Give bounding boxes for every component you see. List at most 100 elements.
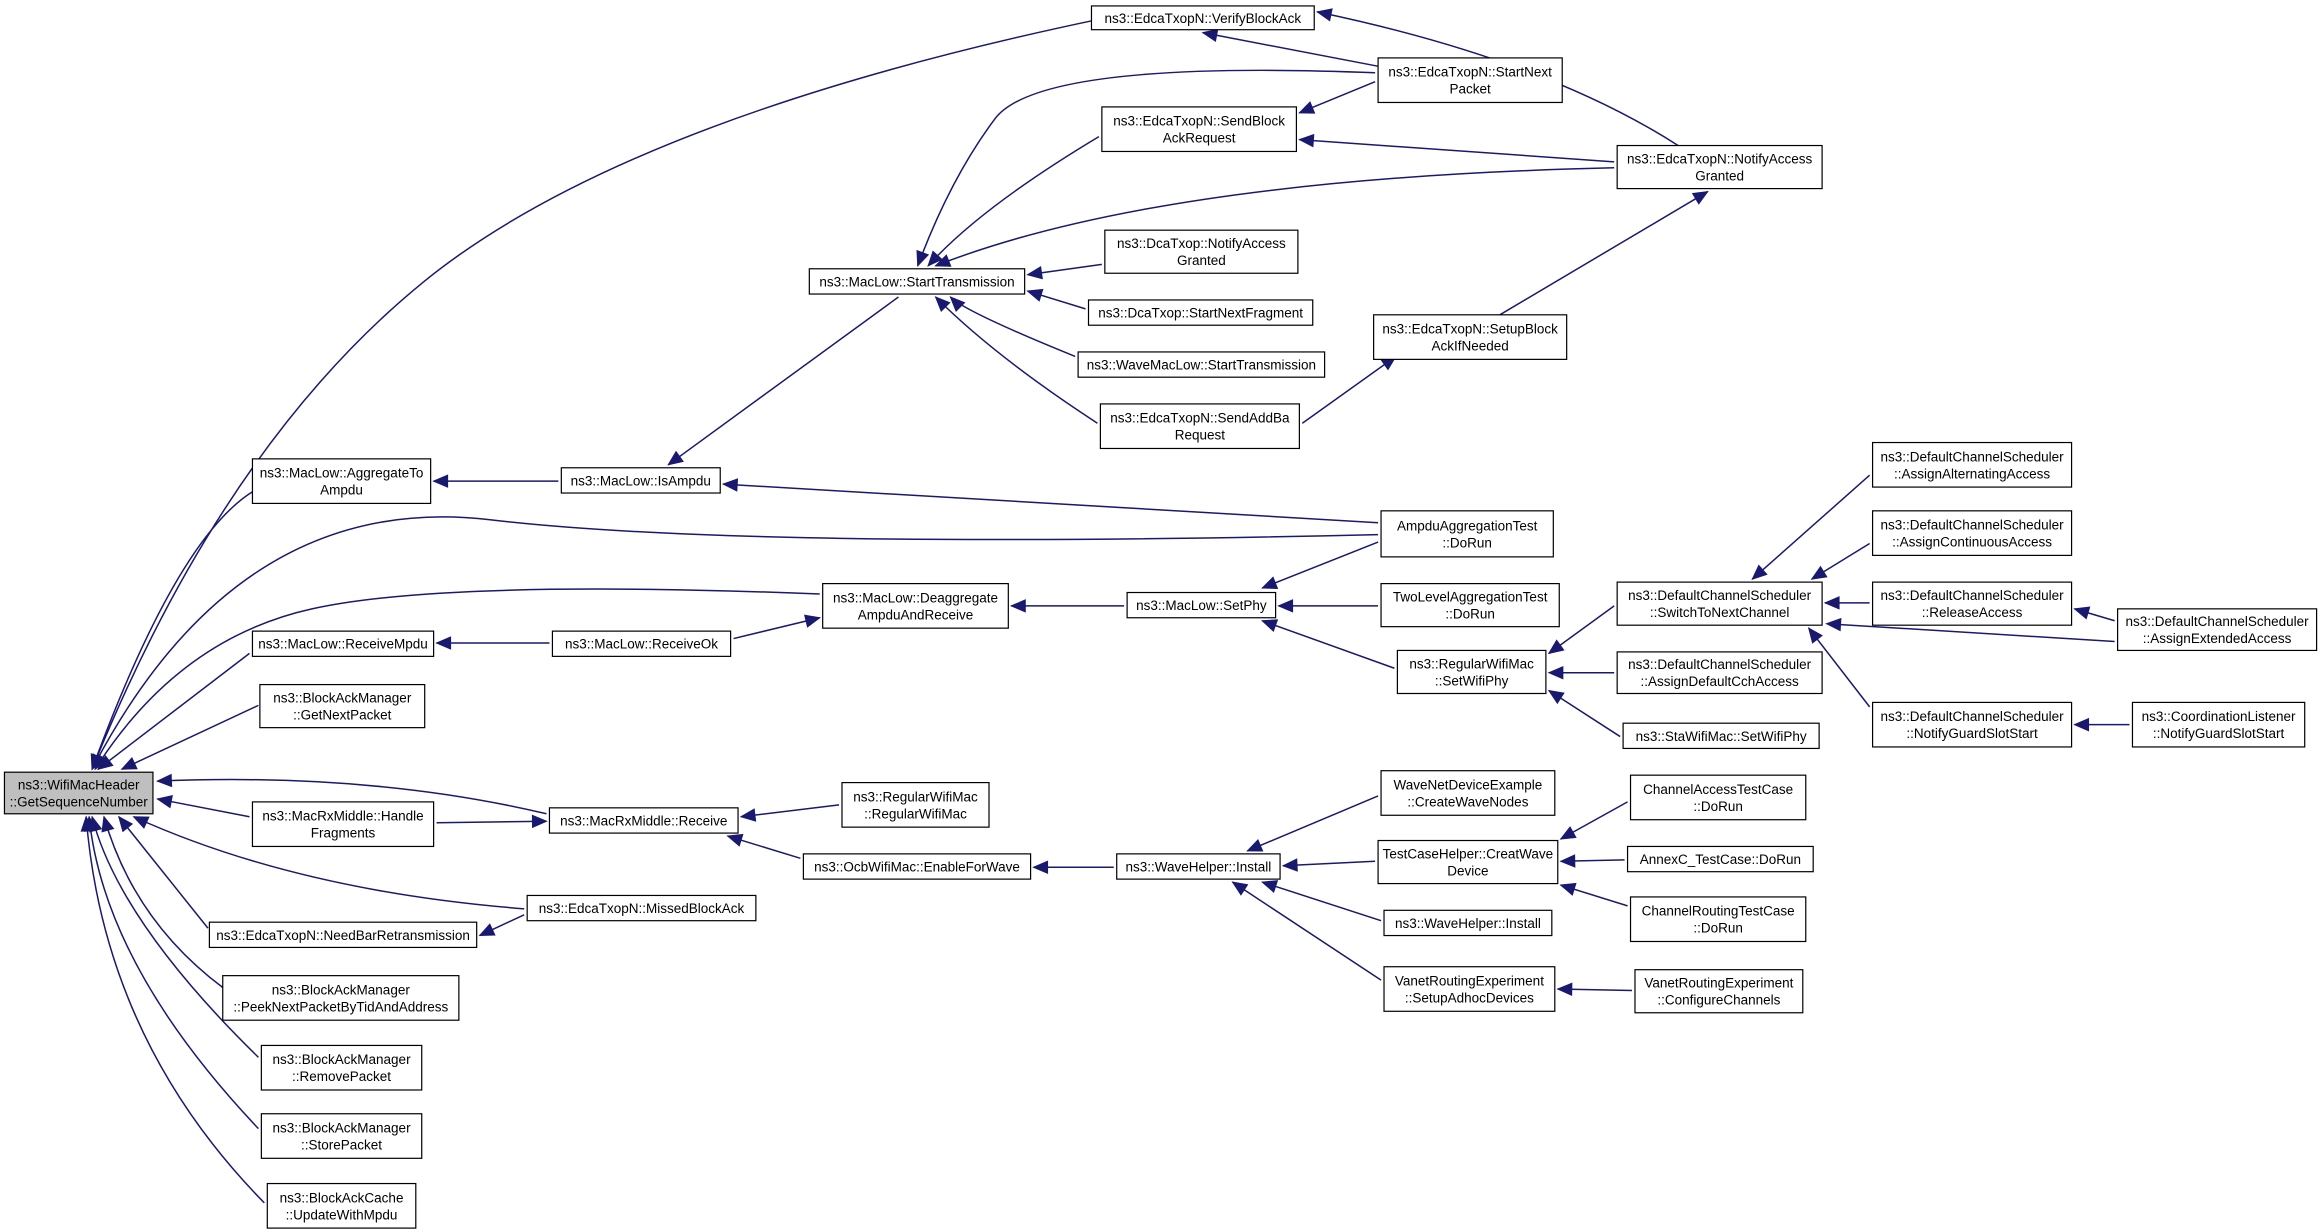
graph-node-regsetphy[interactable]: ns3::RegularWifiMac::SetWifiPhy [1396, 649, 1547, 695]
node-box [1090, 5, 1315, 31]
graph-node-verify[interactable]: ns3::EdcaTxopN::VerifyBlockAck [1090, 5, 1315, 31]
graph-node-twolevel[interactable]: TwoLevelAggregationTest::DoRun [1380, 583, 1560, 628]
graph-node-getnext[interactable]: ns3::BlockAckManager::GetNextPacket [259, 683, 426, 729]
arrowhead-icon [804, 614, 821, 628]
graph-node-annexc[interactable]: AnnexC_TestCase::DoRun [1626, 845, 1814, 873]
node-box [1616, 651, 1823, 695]
node-box [1087, 299, 1314, 326]
edge-ocbenable-to-rxreceive [726, 833, 801, 860]
node-box [808, 268, 1026, 295]
edge-line [133, 816, 525, 910]
graph-node-updmpdu[interactable]: ns3::BlockAckCache::UpdateWithMpdu [266, 1182, 417, 1229]
arrowhead-icon [2073, 717, 2090, 732]
arrowhead-icon [1691, 190, 1709, 205]
edge-storepkt-to-root [83, 815, 259, 1130]
node-label: ns3::OcbWifiMac::EnableForWave [814, 859, 1020, 874]
edge-chrouting-to-tchelper [1559, 882, 1628, 907]
graph-node-assignext[interactable]: ns3::DefaultChannelScheduler::AssignExte… [2117, 608, 2318, 652]
graph-node-switchch[interactable]: ns3::DefaultChannelScheduler::SwitchToNe… [1616, 581, 1823, 626]
node-label: ns3::EdcaTxopN::SetupBlock [1382, 322, 1558, 337]
edge-setupblock-to-notifyedca [1499, 190, 1709, 316]
graph-node-dcafrag[interactable]: ns3::DcaTxop::StartNextFragment [1087, 299, 1314, 326]
node-label: VanetRoutingExperiment [1644, 976, 1793, 991]
node-label: ::NotifyGuardSlotStart [2153, 726, 2285, 741]
edge-notifyguard-to-switchch [1807, 627, 1871, 708]
node-box [1626, 845, 1814, 873]
node-box [266, 1182, 417, 1229]
arrowhead-icon [1559, 826, 1577, 840]
graph-node-storepkt[interactable]: ns3::BlockAckManager::StorePacket [260, 1113, 423, 1159]
node-label: ns3::EdcaTxopN::StartNext [1388, 65, 1552, 80]
node-label: ::DoRun [1445, 607, 1495, 622]
node-box [1871, 701, 2073, 748]
edge-line [1826, 622, 2115, 643]
graph-node-regwifimac[interactable]: ns3::RegularWifiMac::RegularWifiMac [841, 781, 990, 828]
graph-node-assigndef[interactable]: ns3::DefaultChannelScheduler::AssignDefa… [1616, 651, 1823, 695]
node-box [2117, 608, 2318, 652]
graph-node-recvok[interactable]: ns3::MacLow::ReceiveOk [551, 630, 732, 657]
edge-line [91, 516, 1379, 770]
node-label: ns3::EdcaTxopN::MissedBlockAck [539, 901, 745, 916]
graph-node-recvmpdu[interactable]: ns3::MacLow::ReceiveMpdu [251, 630, 435, 657]
graph-node-rxreceive[interactable]: ns3::MacRxMiddle::Receive [548, 807, 739, 834]
edge-missedblock-to-needbar [478, 914, 525, 937]
arrowhead-icon [478, 923, 496, 937]
edge-waveinstall2-to-waveinstall [1261, 880, 1382, 922]
graph-node-waveinstall[interactable]: ns3::WaveHelper::Install [1116, 853, 1281, 880]
graph-node-release[interactable]: ns3::DefaultChannelScheduler::ReleaseAcc… [1871, 581, 2073, 626]
graph-node-assignalt[interactable]: ns3::DefaultChannelScheduler::AssignAlte… [1871, 441, 2073, 488]
edge-line [723, 483, 1379, 524]
node-box [1634, 969, 1804, 1014]
arrowhead-icon [1261, 576, 1279, 589]
edge-line [436, 820, 547, 824]
arrowhead-icon [156, 773, 173, 788]
edge-line [157, 778, 547, 815]
graph-node-setphy[interactable]: ns3::MacLow::SetPhy [1126, 591, 1277, 619]
node-label: ::DoRun [1442, 535, 1492, 550]
graph-node-wavestart[interactable]: ns3::WaveMacLow::StartTransmission [1077, 351, 1326, 378]
node-box [1126, 591, 1277, 619]
graph-node-isampdu[interactable]: ns3::MacLow::IsAmpdu [560, 467, 721, 494]
graph-node-root[interactable]: ns3::WifiMacHeader::GetSequenceNumber [3, 771, 154, 815]
arrowhead-icon [927, 250, 943, 267]
node-box [1396, 649, 1547, 695]
graph-node-ocbenable[interactable]: ns3::OcbWifiMac::EnableForWave [802, 853, 1032, 880]
graph-node-waveinstall2[interactable]: ns3::WaveHelper::Install [1383, 909, 1553, 937]
edge-updmpdu-to-root [80, 815, 265, 1204]
graph-node-coordlist[interactable]: ns3::CoordinationListener::NotifyGuardSl… [2131, 701, 2306, 748]
graph-node-starttx[interactable]: ns3::MacLow::StartTransmission [808, 268, 1026, 295]
graph-node-vanetconf[interactable]: VanetRoutingExperiment::ConfigureChannel… [1634, 969, 1804, 1014]
graph-node-peeknext[interactable]: ns3::BlockAckManager::PeekNextPacketByTi… [222, 975, 460, 1021]
edge-line [1202, 31, 1382, 68]
node-box [1383, 966, 1556, 1012]
graph-node-stasetphy[interactable]: ns3::StaWifiMac::SetWifiPhy [1622, 722, 1820, 750]
graph-node-assigncont[interactable]: ns3::DefaultChannelScheduler::AssignCont… [1871, 510, 2073, 556]
arrowhead-icon [934, 254, 952, 267]
graph-node-chaccess[interactable]: ChannelAccessTestCase::DoRun [1629, 774, 1807, 821]
graph-node-chrouting[interactable]: ChannelRoutingTestCase::DoRun [1629, 896, 1807, 943]
edge-tchelper-to-waveinstall [1281, 858, 1376, 872]
arrowhead-icon [1751, 564, 1768, 580]
graph-node-needbar[interactable]: ns3::EdcaTxopN::NeedBarRetransmission [208, 921, 478, 949]
graph-node-wavenet[interactable]: WaveNetDeviceExample::CreateWaveNodes [1380, 770, 1556, 816]
graph-node-ampdutest[interactable]: AmpduAggregationTest::DoRun [1380, 510, 1554, 558]
graph-node-missedblock[interactable]: ns3::EdcaTxopN::MissedBlockAck [526, 894, 757, 922]
graph-node-notifyguard[interactable]: ns3::DefaultChannelScheduler::NotifyGuar… [1871, 701, 2073, 748]
node-box [841, 781, 990, 828]
edge-vanetsetup-to-waveinstall [1231, 881, 1382, 981]
graph-node-vanetsetup[interactable]: VanetRoutingExperiment::SetupAdhocDevice… [1383, 966, 1556, 1012]
graph-node-removepkt[interactable]: ns3::BlockAckManager::RemovePacket [260, 1044, 423, 1091]
node-label: ::CreateWaveNodes [1407, 794, 1528, 809]
node-label: ::DoRun [1693, 921, 1743, 936]
